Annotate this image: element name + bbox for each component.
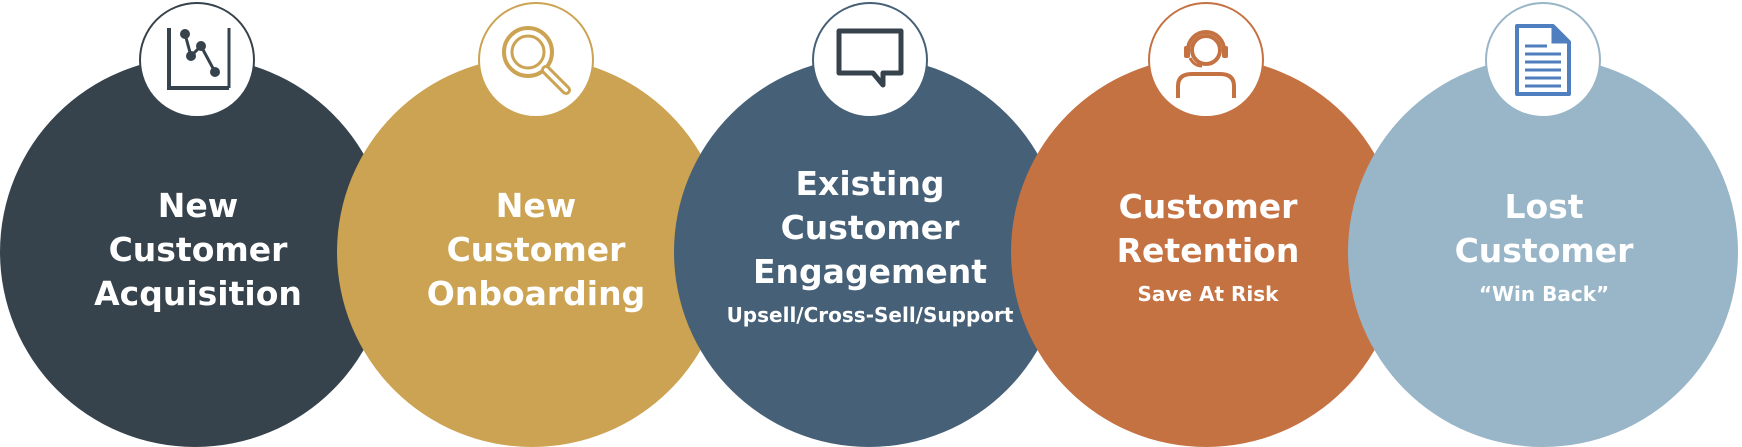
stage-circle-lost (1348, 57, 1738, 447)
stage-label-acquisition: New Customer Acquisition (48, 184, 348, 316)
stage-subtitle: Save At Risk (1137, 282, 1279, 306)
stage-badge (1485, 2, 1601, 118)
stage-title-line: New (495, 186, 577, 225)
stage-title: New Customer Acquisition (48, 184, 348, 316)
stage-title-line: Acquisition (94, 274, 302, 313)
document-icon (1515, 24, 1571, 96)
stage-label-retention: Customer Retention Save At Risk (1058, 185, 1358, 307)
stage-badge (1148, 2, 1264, 118)
stage-title-line: Retention (1116, 231, 1300, 270)
stage-title-line: Customer (108, 230, 288, 269)
stage-title-line: Lost (1504, 187, 1584, 226)
stage-subtitle: “Win Back” (1478, 282, 1610, 306)
line-chart-icon (167, 28, 231, 90)
stage-title-line: Customer (1454, 231, 1634, 270)
stage-title: Existing Customer Engagement (720, 162, 1020, 294)
stage-title-line: Customer (780, 208, 960, 247)
magnifier-icon (502, 26, 571, 95)
stage-title-line: Existing (795, 164, 945, 203)
stage-title-line: Customer (446, 230, 626, 269)
stage-title-line: Engagement (753, 252, 987, 291)
stage-title: New Customer Onboarding (386, 184, 686, 316)
stage-label-onboarding: New Customer Onboarding (386, 184, 686, 316)
stage-badge (139, 2, 255, 118)
stage-label-lost: Lost Customer “Win Back” (1394, 185, 1694, 307)
stage-label-engagement: Existing Customer Engagement Upsell/Cros… (720, 162, 1020, 328)
stage-subtitle: Upsell/Cross-Sell/Support (726, 303, 1014, 327)
stage-badge (812, 2, 928, 118)
stage-circle-acquisition (0, 57, 390, 447)
stage-badge (478, 2, 594, 118)
stage-title: Customer Retention (1058, 185, 1358, 273)
speech-bubble-icon (836, 28, 904, 88)
stage-circle-onboarding (337, 57, 727, 447)
stage-circle-engagement (674, 57, 1064, 447)
stage-title-line: Onboarding (426, 274, 646, 313)
stage-title-line: Customer (1118, 187, 1298, 226)
stage-circle-retention (1011, 57, 1401, 447)
headset-agent-icon (1176, 30, 1236, 98)
stage-title-line: New (157, 186, 239, 225)
stage-title: Lost Customer (1394, 185, 1694, 273)
